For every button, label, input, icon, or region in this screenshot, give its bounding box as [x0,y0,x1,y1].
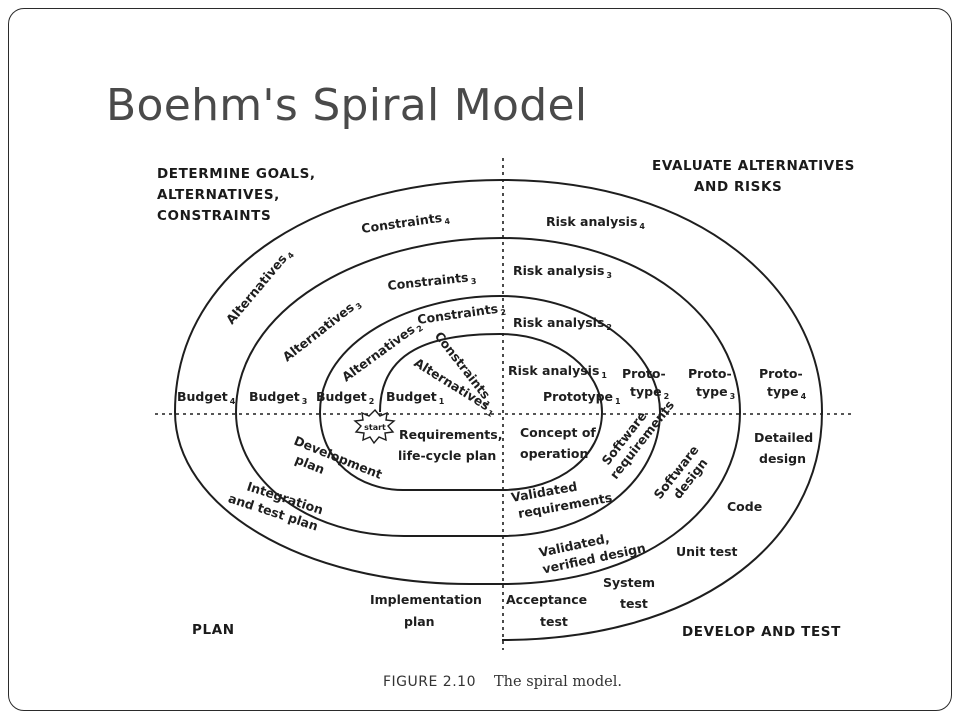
validated-requirements: Validated requirements [510,473,613,522]
acceptance-test: Acceptance test [506,592,591,629]
alternatives-4: Alternatives4 [223,245,297,328]
system-test: System test [603,575,659,611]
slide-frame [8,8,952,711]
figure-number: FIGURE 2.10 [383,674,476,690]
integration-test-plan: Integration and test plan [227,474,330,535]
spiral-path [173,178,824,641]
slide-title: Boehm's Spiral Model [106,80,588,131]
unit-test: Unit test [676,544,738,559]
detailed-design: Detailed design [754,430,818,466]
constraints-4: Constraints4 [360,209,451,238]
quadrant-develop-title: DEVELOP AND TEST [682,624,841,640]
constraints-3: Constraints3 [387,269,477,295]
start-label: start [364,423,386,432]
constraints-2: Constraints2 [416,300,506,329]
start-starburst [353,408,396,445]
quadrant-risks-title: EVALUATE ALTERNATIVES AND RISKS [652,158,860,195]
development-plan: Development plan [286,433,389,499]
quadrant-goals-title: DETERMINE GOALS, ALTERNATIVES, CONSTRAIN… [157,166,321,224]
code-label: Code [727,499,762,514]
alternatives-3: Alternatives3 [280,295,364,366]
quadrant-plan-title: PLAN [192,622,235,638]
implementation-plan: Implementation plan [370,592,486,629]
software-design: Software design [651,439,717,511]
concept-of-operation: Concept of operation [520,425,600,461]
figure-caption: The spiral model. [494,674,622,690]
requirements-lifecycle-plan: Requirements, life-cycle plan [398,427,507,463]
validated-verified-design: Validated, verified design [538,523,647,576]
